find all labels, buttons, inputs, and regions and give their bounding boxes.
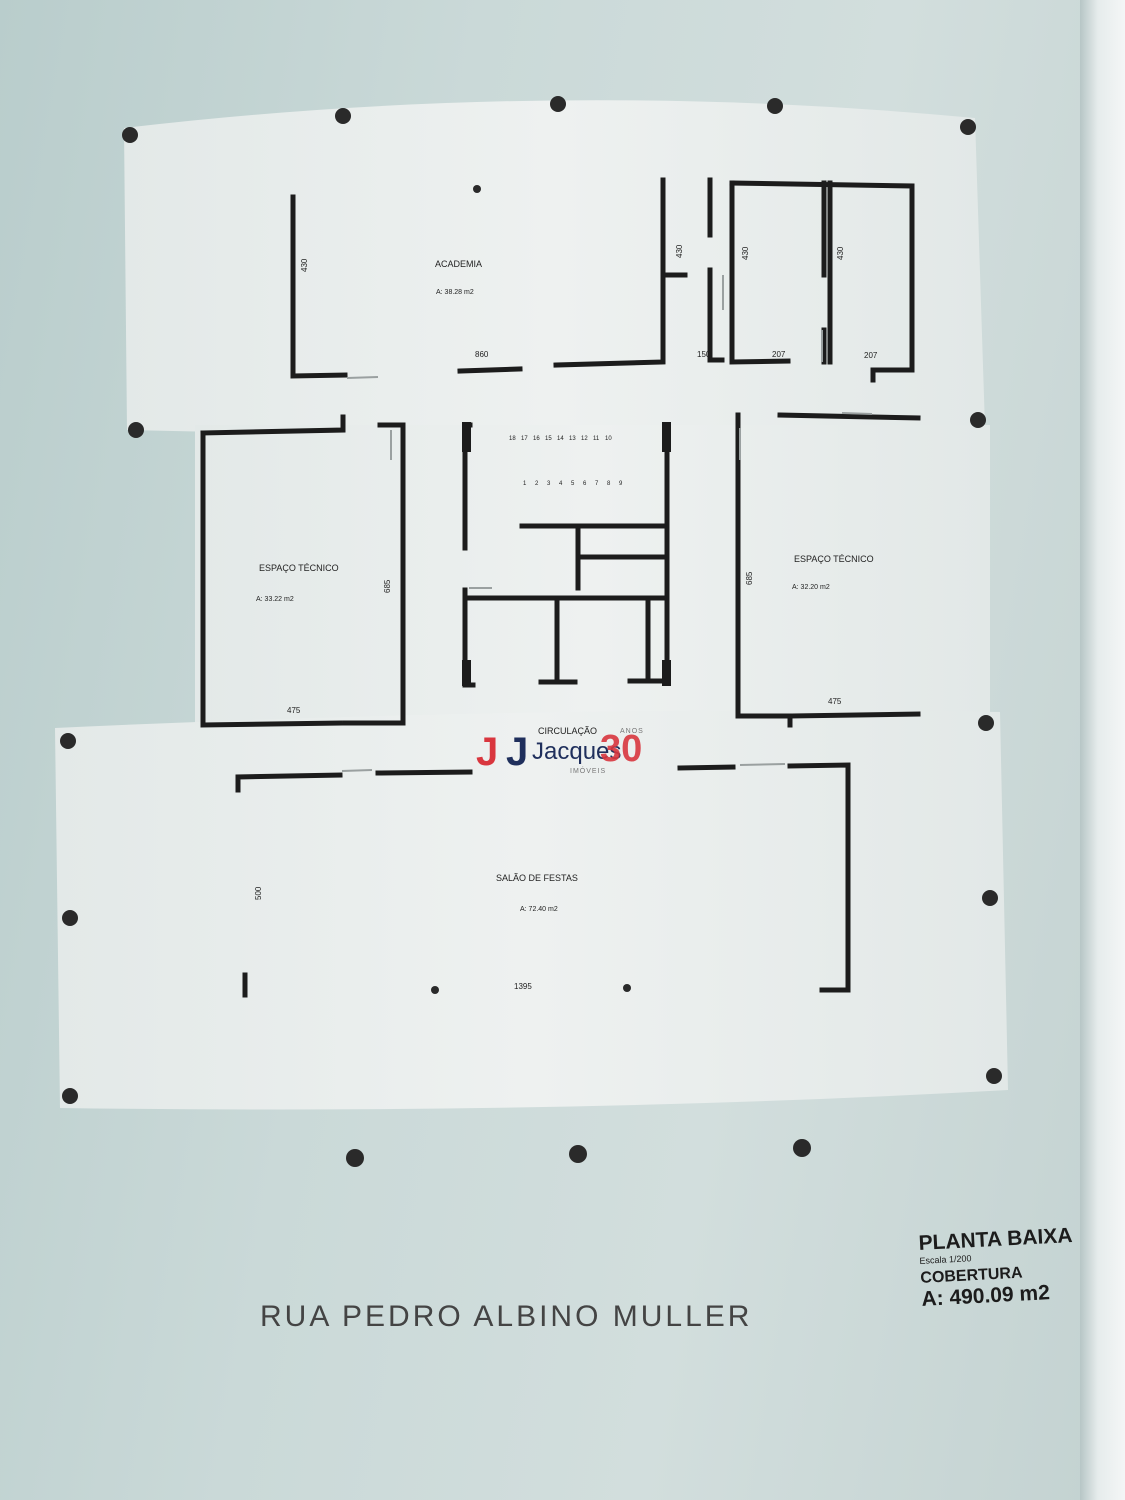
- stair-numbers-top: 18 17 16 15 14 13 12 11 10: [509, 436, 612, 442]
- wall-tec-right: [735, 412, 793, 728]
- wall-tec-left: [200, 430, 343, 728]
- dim-academia-width: 860: [475, 350, 489, 359]
- stair-number: 2: [535, 481, 539, 487]
- doors: [341, 275, 873, 772]
- columns: [60, 96, 1002, 1167]
- stair-numbers-bottom: 1 2 3 4 5 6 7 8 9: [523, 481, 623, 487]
- dim-academia-height: 430: [300, 258, 309, 272]
- dim-tec-right-width: 475: [828, 697, 842, 706]
- stair-number: 8: [607, 481, 611, 487]
- stair-number: 5: [571, 481, 575, 487]
- stair-number: 12: [581, 436, 588, 442]
- plan-paper: [55, 100, 1008, 1110]
- column: [793, 1139, 811, 1157]
- column-small: [623, 984, 631, 992]
- dim-wc2-height: 430: [836, 246, 845, 260]
- dim-wc1-height: 430: [741, 246, 750, 260]
- stair-number: 1: [523, 481, 527, 487]
- wall-academia-right: [553, 177, 666, 368]
- wall-wc-top: [729, 180, 915, 383]
- stair-number: 11: [593, 436, 600, 442]
- logo-name: Jacques: [532, 738, 622, 765]
- room-name-circulacao: CIRCULAÇÃO: [538, 726, 597, 736]
- room-area-salao: A: 72.40 m2: [520, 906, 558, 913]
- wall-academia-bottom: [457, 366, 523, 374]
- room-name-salao: SALÃO DE FESTAS: [496, 873, 578, 883]
- stair-number: 10: [605, 436, 612, 442]
- stair-number: 7: [595, 481, 599, 487]
- room-area-tec-left: A: 33.22 m2: [256, 596, 294, 603]
- column: [128, 422, 144, 438]
- room-name-academia: ACADEMIA: [435, 259, 482, 269]
- logo-letter-red: J: [476, 730, 499, 774]
- dim-tec-left-height: 685: [383, 579, 392, 593]
- stair-number: 9: [619, 481, 623, 487]
- column: [60, 733, 76, 749]
- plan-legend: PLANTA BAIXA Escala 1/200 COBERTURA A: 4…: [918, 1224, 1076, 1312]
- dim-salao-width: 1395: [514, 982, 532, 991]
- column: [982, 890, 998, 906]
- column-small: [473, 185, 481, 193]
- wall-salao-top2: [677, 764, 736, 771]
- logo-anos: ANOS: [620, 728, 644, 735]
- core-corners: [462, 422, 671, 686]
- dim-small-room-width: 150: [697, 350, 711, 359]
- street-name: RUA PEDRO ALBINO MULLER: [260, 1300, 753, 1333]
- stair-number: 14: [557, 436, 564, 442]
- logo-imoveis: IMÓVEIS: [570, 768, 607, 775]
- page-edge: [1080, 0, 1125, 1500]
- logo-letter-navy: J: [506, 730, 529, 774]
- column: [986, 1068, 1002, 1084]
- column: [62, 910, 78, 926]
- logo-number: 30: [600, 728, 643, 770]
- column: [960, 119, 976, 135]
- walls: [200, 177, 921, 998]
- stair-number: 17: [521, 436, 528, 442]
- wall-salao-left: [235, 772, 343, 793]
- wall-tec-right-bottom: [789, 711, 921, 719]
- column: [767, 98, 783, 114]
- column: [346, 1149, 364, 1167]
- column-small: [431, 986, 439, 994]
- dim-salao-height: 500: [254, 886, 263, 900]
- stair-number: 6: [583, 481, 587, 487]
- brand-logo: J J Jacques 30 ANOS IMÓVEIS: [470, 728, 670, 778]
- column: [970, 412, 986, 428]
- wall-salao-right: [787, 762, 851, 993]
- dimension-labels: 860 430 150 430 207 430 207 430 475 685 …: [254, 244, 878, 991]
- stair-number: 15: [545, 436, 552, 442]
- room-name-tec-right: ESPAÇO TÉCNICO: [794, 554, 874, 564]
- dim-wc1-width: 207: [772, 350, 786, 359]
- stair-number: 3: [547, 481, 551, 487]
- dim-small-room-height: 430: [675, 244, 684, 258]
- dim-tec-right-height: 685: [745, 571, 754, 585]
- dim-tec-left-width: 475: [287, 706, 301, 715]
- wall-wc1: [729, 180, 791, 365]
- stair-number: 4: [559, 481, 563, 487]
- room-area-academia: A: 38.28 m2: [436, 289, 474, 296]
- dim-wc2-width: 207: [864, 351, 878, 360]
- wall-salao-top: [375, 769, 473, 776]
- stair-number: 16: [533, 436, 540, 442]
- column: [335, 108, 351, 124]
- room-name-tec-left: ESPAÇO TÉCNICO: [259, 563, 339, 573]
- stair-number: 18: [509, 436, 516, 442]
- wall-tec-right-top: [777, 412, 921, 421]
- wall-small-room-right2: [707, 267, 725, 363]
- column: [550, 96, 566, 112]
- stair-number: 13: [569, 436, 576, 442]
- wall-tec-left-right: [342, 422, 406, 726]
- column: [569, 1145, 587, 1163]
- wall-tec-left-top: [200, 414, 346, 436]
- column: [978, 715, 994, 731]
- wall-academia: [290, 194, 348, 379]
- column: [122, 127, 138, 143]
- room-area-tec-right: A: 32.20 m2: [792, 584, 830, 591]
- column: [62, 1088, 78, 1104]
